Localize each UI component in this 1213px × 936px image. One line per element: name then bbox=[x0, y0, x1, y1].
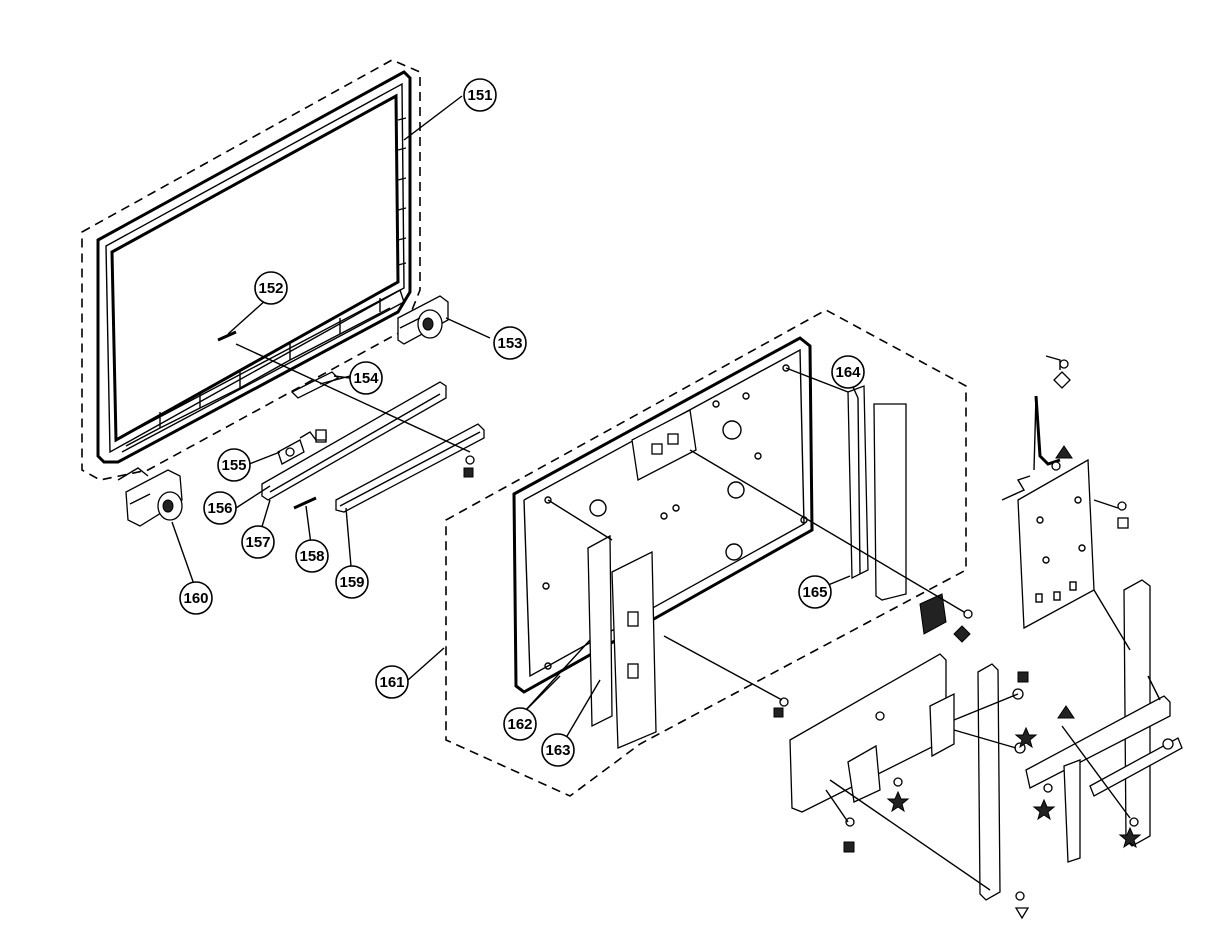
svg-text:151: 151 bbox=[467, 87, 492, 104]
callout-157: 157 bbox=[241, 525, 275, 559]
vertical-bar bbox=[977, 663, 1038, 920]
chassis-board bbox=[631, 409, 697, 481]
marker-filled-diamond bbox=[953, 625, 971, 643]
callout-163: 163 bbox=[541, 733, 575, 767]
group-boundary-151 bbox=[81, 59, 421, 481]
svg-text:156: 156 bbox=[207, 500, 232, 517]
marker-open-square-2 bbox=[315, 429, 327, 441]
right-frame bbox=[1025, 579, 1183, 863]
part-163-shield bbox=[611, 550, 657, 749]
leaders-bezel bbox=[171, 95, 491, 591]
svg-text:154: 154 bbox=[353, 370, 379, 387]
bezel-ribs bbox=[159, 298, 381, 428]
marker-open-triangle-down bbox=[1014, 907, 1030, 920]
bezel-bottom-rail bbox=[119, 288, 405, 453]
callout-165: 165 bbox=[798, 575, 832, 609]
screw-159 bbox=[463, 455, 475, 478]
svg-text:155: 155 bbox=[221, 457, 246, 474]
screw-chassis bbox=[773, 697, 789, 718]
callout-154: 154 bbox=[349, 361, 383, 395]
part-164-rail bbox=[847, 385, 907, 601]
svg-text:160: 160 bbox=[183, 590, 208, 607]
leaders-right bbox=[825, 395, 1161, 891]
chassis-main-plate bbox=[512, 336, 814, 694]
svg-text:158: 158 bbox=[299, 548, 324, 565]
bezel-side-ribs bbox=[397, 117, 407, 266]
part-165-heatsink bbox=[919, 593, 973, 643]
front-bezel-inner-edge bbox=[105, 82, 405, 454]
part-160-speaker bbox=[117, 467, 183, 527]
svg-text:161: 161 bbox=[379, 674, 404, 691]
lower-middle-bracket bbox=[789, 653, 955, 813]
right-board-panel bbox=[1001, 458, 1129, 630]
front-bezel-outer bbox=[96, 70, 412, 464]
callout-158: 158 bbox=[295, 539, 329, 573]
chassis-holes bbox=[542, 364, 808, 670]
front-bezel-group bbox=[81, 59, 491, 591]
callout-156: 156 bbox=[203, 491, 237, 525]
part-162-board bbox=[587, 534, 613, 728]
part-152-clip bbox=[217, 330, 237, 342]
callout-155: 155 bbox=[217, 448, 251, 482]
rear-chassis-group bbox=[407, 309, 973, 797]
marker-filled-triangle bbox=[1055, 445, 1073, 459]
callout-164: 164 bbox=[831, 355, 865, 389]
marker-open-diamond bbox=[1053, 371, 1071, 389]
upper-bracket bbox=[1034, 355, 1073, 471]
callout-160: 160 bbox=[179, 581, 213, 615]
svg-text:163: 163 bbox=[545, 742, 570, 759]
front-bezel-inner bbox=[110, 93, 400, 443]
part-159-bar bbox=[335, 423, 485, 513]
leaders-chassis bbox=[407, 367, 965, 749]
marker-filled-triangle-2 bbox=[1057, 705, 1075, 719]
svg-text:164: 164 bbox=[835, 364, 861, 381]
callout-153: 153 bbox=[493, 326, 527, 360]
svg-text:159: 159 bbox=[339, 574, 364, 591]
callout-152: 152 bbox=[254, 271, 288, 305]
marker-open-square bbox=[1117, 517, 1129, 529]
frame-screws bbox=[843, 783, 1142, 853]
svg-text:153: 153 bbox=[497, 335, 522, 352]
chassis-plate-inner bbox=[523, 348, 805, 678]
part-154-sheet bbox=[290, 371, 340, 399]
svg-text:152: 152 bbox=[258, 280, 283, 297]
part-156-bracket bbox=[261, 381, 447, 501]
callout-159: 159 bbox=[335, 565, 369, 599]
svg-text:162: 162 bbox=[507, 716, 532, 733]
callout-151: 151 bbox=[463, 78, 497, 112]
callout-161: 161 bbox=[375, 665, 409, 699]
part-153-speaker bbox=[397, 295, 449, 345]
part-158-strip bbox=[293, 496, 317, 510]
svg-text:165: 165 bbox=[802, 584, 827, 601]
callout-162: 162 bbox=[503, 707, 537, 741]
marker-filled-star-2 bbox=[1014, 726, 1038, 749]
svg-text:157: 157 bbox=[245, 534, 270, 551]
group-boundary-161 bbox=[445, 309, 967, 797]
right-bracket-group bbox=[789, 355, 1183, 920]
marker-filled-star bbox=[886, 790, 910, 813]
